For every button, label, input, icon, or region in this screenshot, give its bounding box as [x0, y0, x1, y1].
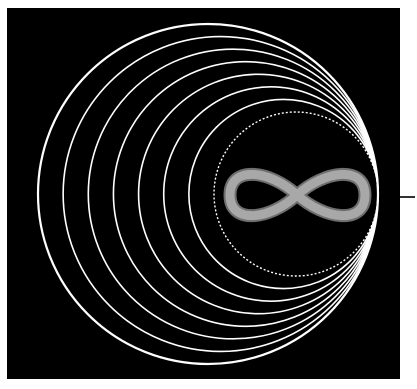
black-panel: [7, 8, 400, 379]
